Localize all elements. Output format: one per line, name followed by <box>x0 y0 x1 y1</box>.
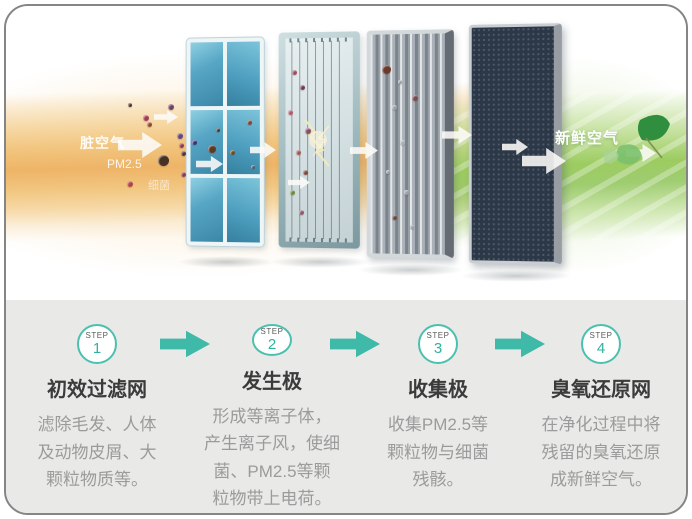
step-4-badge: STEP 4 <box>581 324 621 364</box>
step-1-column: STEP 1 初效过滤网 滤除毛发、人体 及动物皮屑、大 颗粒物质等。 <box>27 300 167 513</box>
electric-spark-icon <box>305 119 330 167</box>
dust-particle <box>181 151 186 156</box>
dust-particle <box>147 122 152 127</box>
dust-particle <box>392 215 397 220</box>
step-badge-label: STEP <box>260 326 284 336</box>
step-3-title: 收集极 <box>408 379 468 401</box>
step-2-badge: STEP 2 <box>252 324 292 356</box>
dust-particle <box>247 120 252 125</box>
step-badge-label: STEP <box>426 331 450 340</box>
dirty-air-label: 脏空气 <box>80 135 125 151</box>
step-number: 1 <box>92 340 102 357</box>
dust-particle <box>305 128 311 134</box>
step-number: 2 <box>267 335 277 353</box>
dust-particle <box>412 95 418 101</box>
dust-particle <box>296 150 301 155</box>
dust-particle <box>303 170 308 175</box>
dust-particle <box>168 104 174 110</box>
panel-shadow <box>358 264 464 276</box>
dust-particle <box>398 80 402 84</box>
dust-particle <box>410 225 414 229</box>
step-2-description: 形成等离子体， 产生离子风，使细 菌、PM2.5等颗 粒物带上电荷。 <box>204 406 340 509</box>
pre-filter-panel <box>186 37 264 247</box>
dust-particle <box>192 140 197 145</box>
step-badge-label: STEP <box>85 331 109 340</box>
airflow-diagram: 脏空气 PM2.5 细菌 新鲜空气 <box>6 6 686 300</box>
panel-shadow <box>460 270 572 282</box>
dust-particle <box>290 190 295 195</box>
step-1-badge: STEP 1 <box>77 324 117 364</box>
dust-particle <box>400 140 405 145</box>
dust-particle <box>158 155 169 166</box>
dust-particle <box>300 85 305 90</box>
bacteria-label: 细菌 <box>148 180 170 192</box>
dust-particle <box>143 115 149 121</box>
dust-particle <box>230 150 235 155</box>
fresh-air-label: 新鲜空气 <box>555 130 620 147</box>
step-badge-label: STEP <box>589 331 613 340</box>
dust-particle <box>216 128 220 132</box>
dust-particle <box>179 143 184 148</box>
rounded-border-frame: 脏空气 PM2.5 细菌 新鲜空气 STEP 1 初效过滤网 滤除毛发、人体 及… <box>4 4 688 515</box>
step-4-title: 臭氧还原网 <box>551 379 651 401</box>
dust-particle <box>292 70 297 75</box>
panel-shadow <box>270 256 370 268</box>
pm25-label: PM2.5 <box>107 157 142 171</box>
dust-particle <box>127 181 133 187</box>
step-number: 3 <box>433 340 443 357</box>
step-4-column: STEP 4 臭氧还原网 在净化过程中将 残留的臭氧还原 成新鲜空气。 <box>523 300 679 513</box>
dust-particle <box>128 103 132 107</box>
step-4-description: 在净化过程中将 残留的臭氧还原 成新鲜空气。 <box>541 415 661 490</box>
dust-particle <box>208 145 216 153</box>
step-1-description: 滤除毛发、人体 及动物皮屑、大 颗粒物质等。 <box>37 415 157 490</box>
step-2-column: STEP 2 发生极 形成等离子体， 产生离子风，使细 菌、PM2.5等颗 粒物… <box>197 300 347 513</box>
dust-particle <box>299 210 304 215</box>
dust-particle <box>382 65 391 74</box>
dust-particle <box>386 170 390 174</box>
step-1-title: 初效过滤网 <box>47 379 147 401</box>
step-number: 4 <box>596 340 606 357</box>
step-2-title: 发生极 <box>242 370 302 393</box>
step-3-column: STEP 3 收集极 收集PM2.5等 颗粒物与细菌 残骸。 <box>363 300 513 513</box>
step-3-badge: STEP 3 <box>418 324 458 364</box>
dust-particle <box>288 110 293 115</box>
dust-particle <box>392 105 397 110</box>
dust-particle <box>404 190 409 195</box>
dust-particle <box>251 165 255 169</box>
step-3-description: 收集PM2.5等 颗粒物与细菌 残骸。 <box>387 415 489 490</box>
dust-particle <box>181 172 186 177</box>
pre-filter-grid <box>190 41 260 243</box>
dust-particle <box>177 133 183 139</box>
leaf-icon <box>604 114 670 165</box>
panel-shadow <box>178 256 274 268</box>
process-steps-strip: STEP 1 初效过滤网 滤除毛发、人体 及动物皮屑、大 颗粒物质等。 STEP… <box>6 300 686 513</box>
ionizer-panel <box>278 31 360 249</box>
